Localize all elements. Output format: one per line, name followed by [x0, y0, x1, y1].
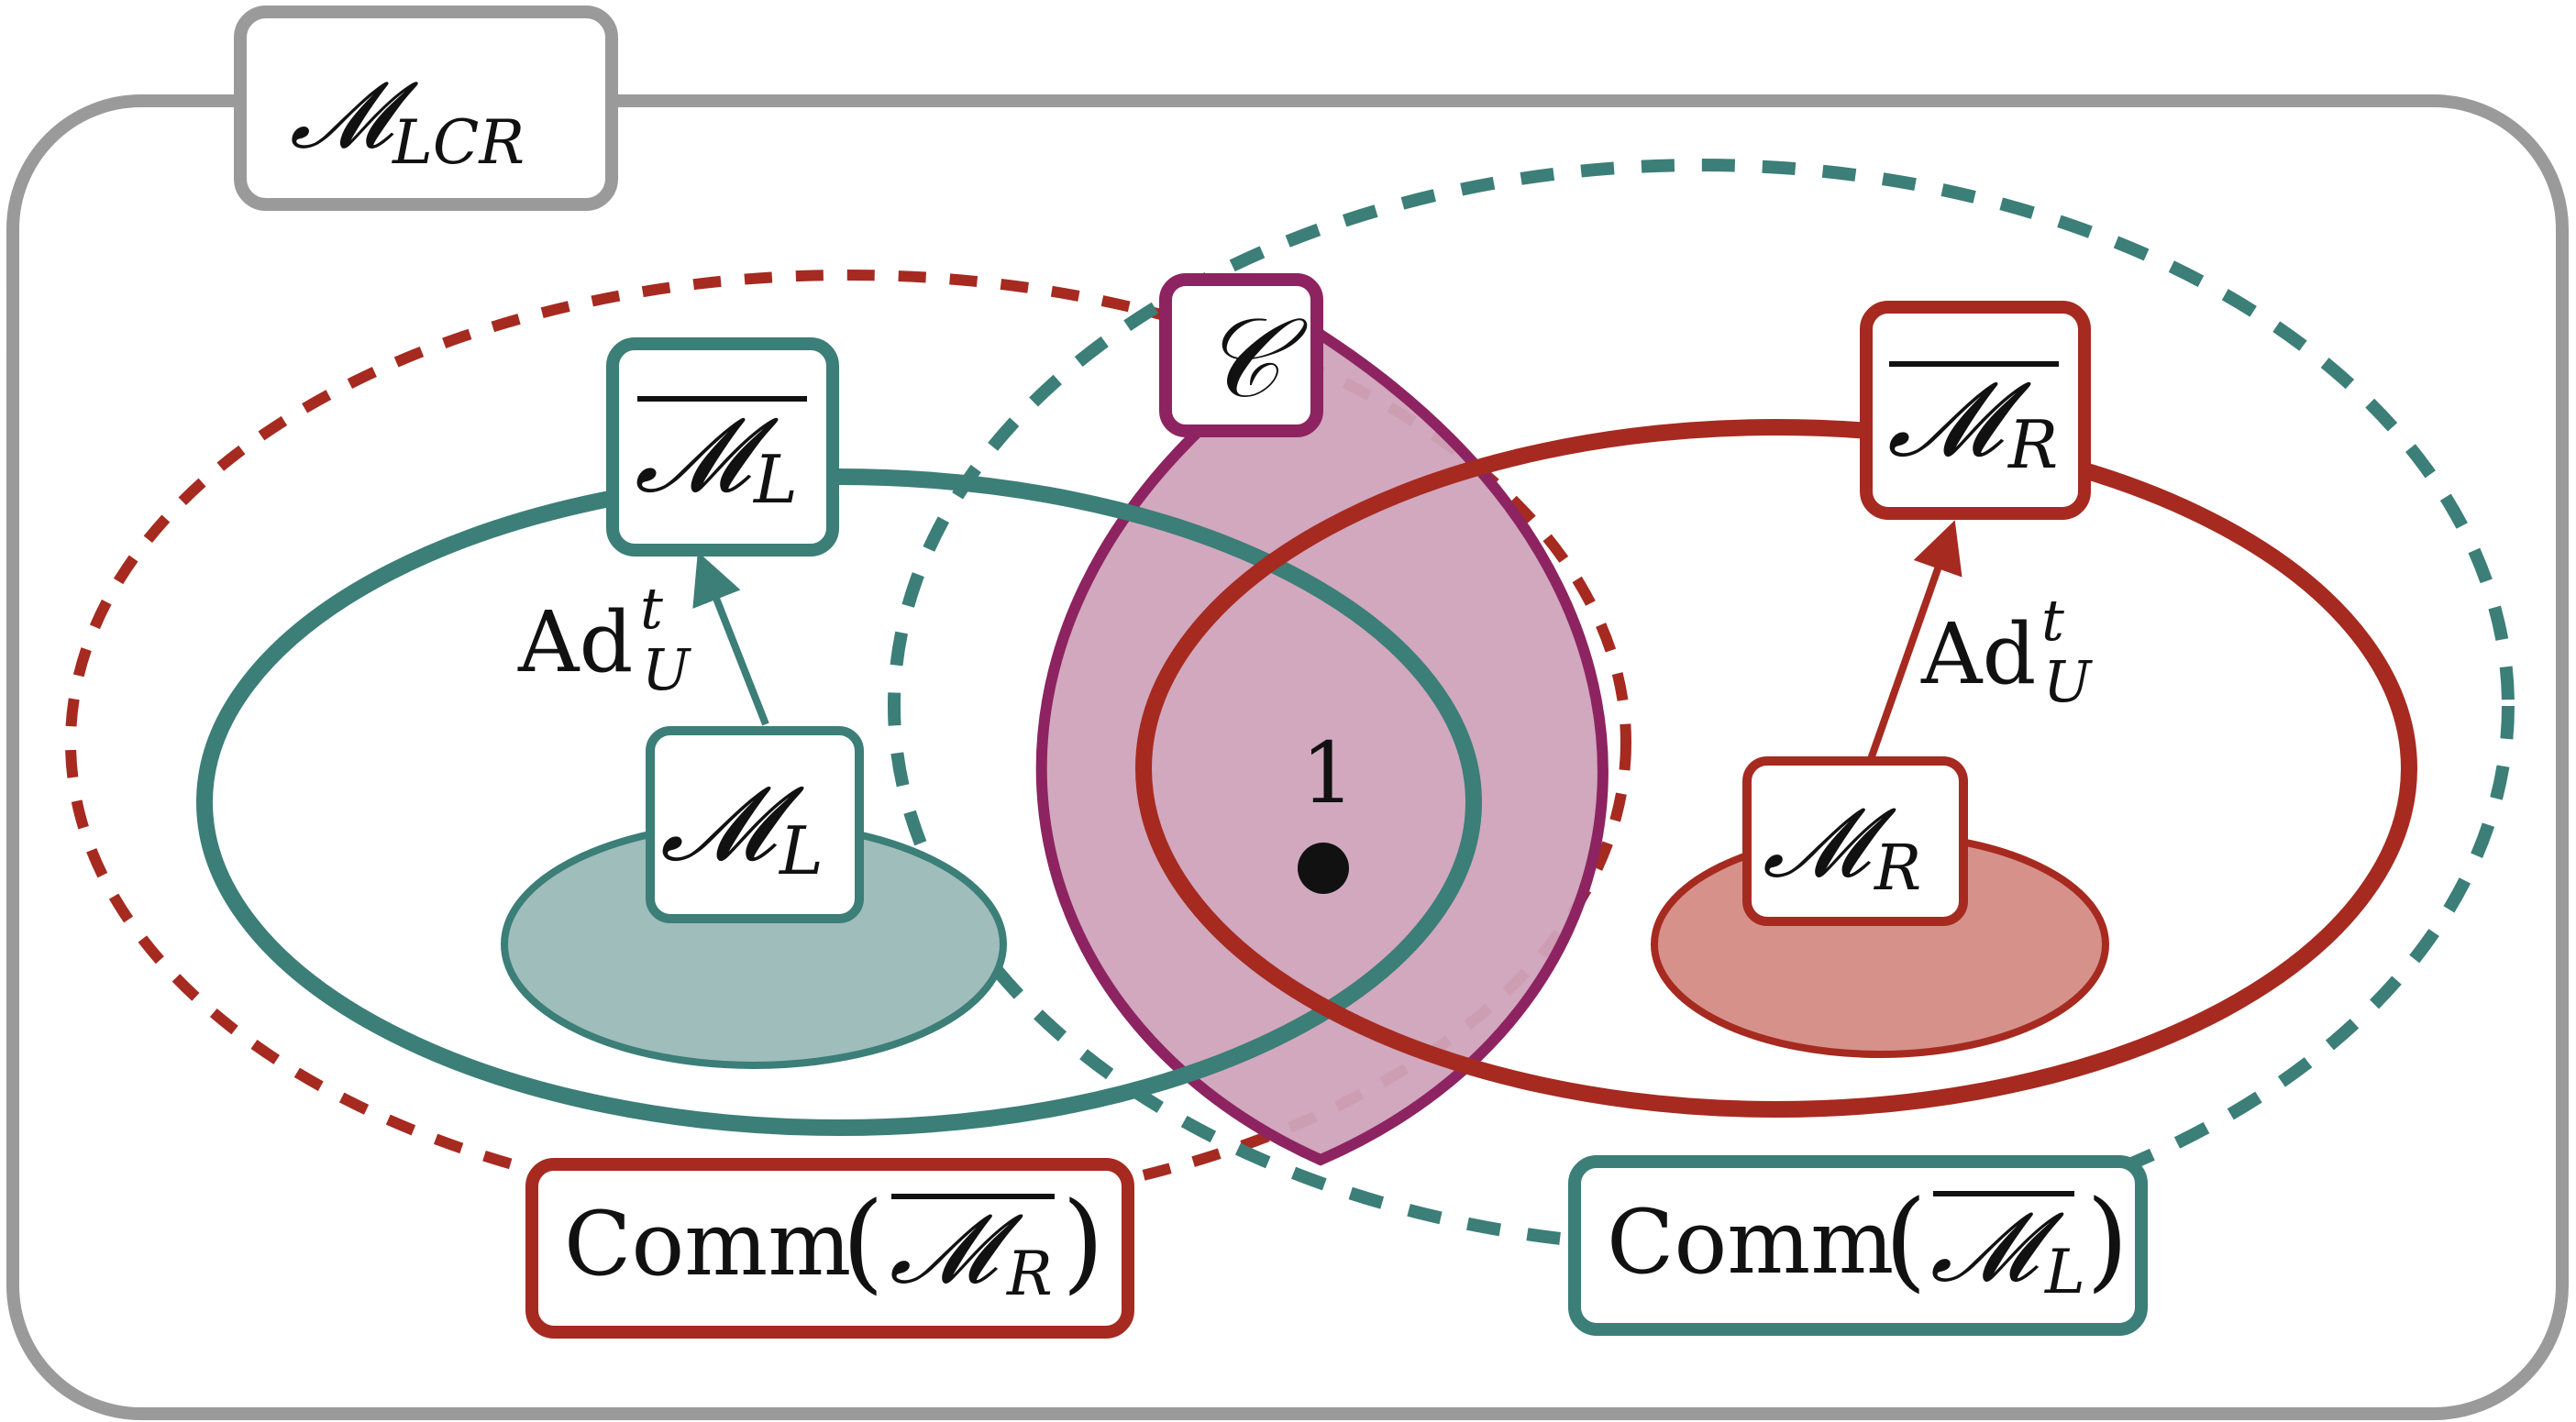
ad-left-main: Ad — [517, 593, 633, 691]
box-m-lcr: 𝓜 LCR — [234, 6, 618, 211]
box-comm-ml-close: ) — [2086, 1176, 2128, 1303]
ad-left-arrow — [692, 551, 769, 726]
box-mr-frame — [1742, 756, 1968, 926]
box-ml: 𝓜 L — [646, 726, 864, 923]
ad-right-main: Ad — [1920, 605, 2036, 703]
box-comm-ml-sub: L — [2044, 1237, 2085, 1307]
ad-right-arrow — [1867, 520, 1962, 761]
box-m-lcr-frame — [234, 6, 618, 211]
box-mr-bar-frame — [1860, 301, 2091, 520]
ad-left-label: Ad t U — [517, 575, 691, 703]
ad-left-sup: t — [640, 575, 663, 642]
box-comm-mr-sub: R — [1006, 1239, 1053, 1309]
box-comm-ml-word: Comm — [1607, 1191, 1894, 1294]
ad-left-sub: U — [642, 636, 691, 703]
box-comm-ml-frame — [1568, 1155, 2148, 1336]
box-mr-sub: R — [1873, 832, 1921, 905]
box-comm-mr: Comm ( 𝓜 R ) — [525, 1158, 1134, 1339]
unit-label: 1 — [1301, 724, 1355, 822]
box-ml-bar: 𝓜 L — [606, 337, 839, 557]
box-ml-bar-frame — [606, 337, 839, 557]
box-comm-mr-word: Comm — [564, 1193, 851, 1295]
box-ml-frame — [646, 726, 864, 923]
mr-bar-ellipse — [1135, 419, 2417, 1118]
ad-right-label: Ad t U — [1920, 587, 2093, 715]
box-comm-mr-close: ) — [1062, 1178, 1104, 1305]
box-comm-mr-frame — [525, 1158, 1134, 1339]
box-comm-ml: Comm ( 𝓜 L ) — [1568, 1155, 2148, 1336]
unit-dot — [1298, 843, 1349, 894]
box-m-lcr-sub: LCR — [392, 107, 525, 178]
ad-right-sub: U — [2043, 648, 2093, 715]
box-mr-bar: 𝓜 R — [1860, 301, 2091, 520]
box-center-c: 𝒞 — [1159, 273, 1323, 437]
center-lens — [1035, 327, 1609, 1166]
comm-ml-dashed-ellipse — [888, 159, 2515, 1253]
box-mr-bar-sub: R — [2007, 406, 2058, 483]
box-center-c-frame — [1159, 273, 1323, 437]
box-comm-mr-open: ( — [842, 1178, 884, 1305]
box-comm-ml-open: ( — [1885, 1176, 1927, 1303]
box-ml-sub: L — [778, 812, 824, 889]
box-ml-bar-sub: L — [752, 441, 798, 518]
ad-right-sup: t — [2041, 587, 2064, 654]
box-mr: 𝓜 R — [1742, 756, 1968, 926]
